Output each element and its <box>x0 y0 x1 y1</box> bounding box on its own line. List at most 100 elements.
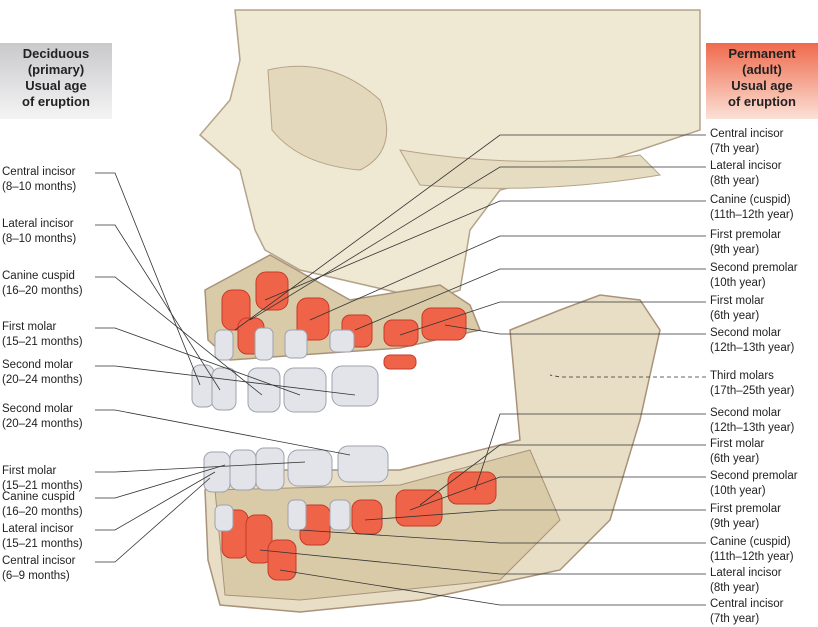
deciduous-tooth-label: Lateral incisor (15–21 months) <box>2 522 83 552</box>
permanent-tooth-label: Central incisor (7th year) <box>710 597 784 627</box>
permanent-tooth-label: First molar (6th year) <box>710 437 764 467</box>
tooth-name: First molar <box>710 295 765 307</box>
leader-line <box>309 235 706 321</box>
leader-line <box>95 461 306 473</box>
deciduous-header: Deciduous (primary) Usual age of eruptio… <box>0 43 112 119</box>
eruption-age: (9th year) <box>710 518 760 530</box>
eruption-age: (8th year) <box>710 175 760 187</box>
orbit <box>267 65 388 171</box>
eruption-age: (6th year) <box>710 453 760 465</box>
permanent-tooth-label: Second molar (12th–13th year) <box>710 326 794 356</box>
tooth-name: Second premolar <box>710 470 798 482</box>
tooth-name: First molar <box>2 465 57 477</box>
eruption-age: (7th year) <box>710 613 760 625</box>
tooth-name: Central incisor <box>2 166 76 178</box>
eruption-age: (6–9 months) <box>2 570 70 582</box>
tooth-name: Second molar <box>710 327 781 339</box>
tooth-name: First molar <box>2 321 57 333</box>
deciduous-tooth-label: Second molar (20–24 months) <box>2 402 83 432</box>
eruption-age: (9th year) <box>710 244 760 256</box>
eruption-age: (17th–25th year) <box>710 385 795 397</box>
header-line: Usual age <box>731 78 793 93</box>
tooth-name: Canine cuspid <box>2 491 75 503</box>
permanent-tooth-label: Canine (cuspid)(11th–12th year) <box>710 535 794 565</box>
leader-line <box>95 409 351 456</box>
skull <box>198 9 701 301</box>
leader-line <box>444 324 706 335</box>
deciduous-tooth-label: Canine cuspid (16–20 months) <box>2 490 83 520</box>
deciduous-tooth-label: First molar (15–21 months) <box>2 320 83 350</box>
deciduous-tooth-label: First molar(15–21 months) <box>2 464 83 494</box>
permanent-tooth-label: Central incisor (7th year) <box>710 127 784 157</box>
tooth-name: Second molar <box>2 359 73 371</box>
tooth-name: Central incisor <box>2 555 76 567</box>
tooth-name: Lateral incisor <box>2 523 74 535</box>
permanent-tooth-label: Lateral incisor (8th year) <box>710 159 782 189</box>
eruption-age: (15–21 months) <box>2 538 83 550</box>
leader-line <box>474 413 706 491</box>
eruption-age: (20–24 months) <box>2 418 83 430</box>
zygomatic-arch <box>399 149 662 189</box>
permanent-tooth-label: Second premolar(10th year) <box>710 261 798 291</box>
eruption-age: (10th year) <box>710 485 766 497</box>
permanent-tooth-label: First molar(6th year) <box>710 294 764 324</box>
tooth-name: First premolar <box>710 229 781 241</box>
eruption-age: (8–10 months) <box>2 181 77 193</box>
header-line: Usual age <box>25 78 87 93</box>
deciduous-tooth-label: Lateral incisor (8–10 months) <box>2 217 76 247</box>
leader-line <box>95 471 216 531</box>
leader-line <box>409 476 706 511</box>
leader-line <box>95 464 226 499</box>
permanent-teeth-upper <box>221 271 467 370</box>
eruption-age: (16–20 months) <box>2 506 83 518</box>
permanent-tooth-label: Canine (cuspid)(11th–12th year) <box>710 193 794 223</box>
leader-line <box>259 549 706 575</box>
leader-line <box>364 509 706 521</box>
eruption-age: (12th–13th year) <box>710 422 795 434</box>
tooth-name: First molar <box>710 438 765 450</box>
tooth-name: Central incisor <box>710 128 784 140</box>
deciduous-tooth-label: Central incisor (6–9 months) <box>2 554 76 584</box>
tooth-name: Central incisor <box>710 598 784 610</box>
leader-line <box>279 569 706 606</box>
tooth-name: Second molar <box>710 407 781 419</box>
eruption-age: (8–10 months) <box>2 233 77 245</box>
leader-line <box>95 477 211 563</box>
header-line: of eruption <box>728 94 796 109</box>
leader-line <box>419 444 706 506</box>
eruption-age: (15–21 months) <box>2 336 83 348</box>
permanent-tooth-label: First premolar(9th year) <box>710 502 781 532</box>
tooth-name: Third molars <box>710 370 774 382</box>
tooth-name: Lateral incisor <box>710 160 782 172</box>
permanent-tooth-label: Lateral incisor (8th year) <box>710 566 782 596</box>
permanent-tooth-label: Second premolar (10th year) <box>710 469 798 499</box>
deciduous-tooth-label: Canine cuspid(16–20 months) <box>2 269 83 299</box>
tooth-name: Second molar <box>2 403 73 415</box>
header-line: Permanent <box>728 46 796 61</box>
leader-line <box>299 529 706 544</box>
tooth-name: Canine cuspid <box>2 270 75 282</box>
leader-line <box>95 327 301 396</box>
leader-line <box>95 276 263 396</box>
eruption-age: (11th–12th year) <box>710 209 794 221</box>
leader-lines <box>95 134 706 606</box>
deciduous-tooth-label: Second molar (20–24 months) <box>2 358 83 388</box>
leader-line <box>354 268 706 331</box>
leader-line <box>95 365 356 396</box>
eruption-age: (12th–13th year) <box>710 342 795 354</box>
leader-line <box>264 200 706 301</box>
tooth-name: Lateral incisor <box>710 567 782 579</box>
header-line: Deciduous <box>22 46 90 61</box>
deciduous-tooth-label: Central incisor (8–10 months) <box>2 165 76 195</box>
deciduous-teeth <box>191 327 389 532</box>
eruption-age: (20–24 months) <box>2 374 83 386</box>
eruption-age: (7th year) <box>710 143 760 155</box>
eruption-age: (8th year) <box>710 582 760 594</box>
permanent-tooth-label: Third molars (17th–25th year) <box>710 369 794 399</box>
eruption-age: (10th year) <box>710 277 766 289</box>
header-line: (adult) <box>742 62 782 77</box>
tooth-name: Lateral incisor <box>2 218 74 230</box>
leader-line <box>95 224 221 391</box>
leader-line <box>399 301 706 336</box>
